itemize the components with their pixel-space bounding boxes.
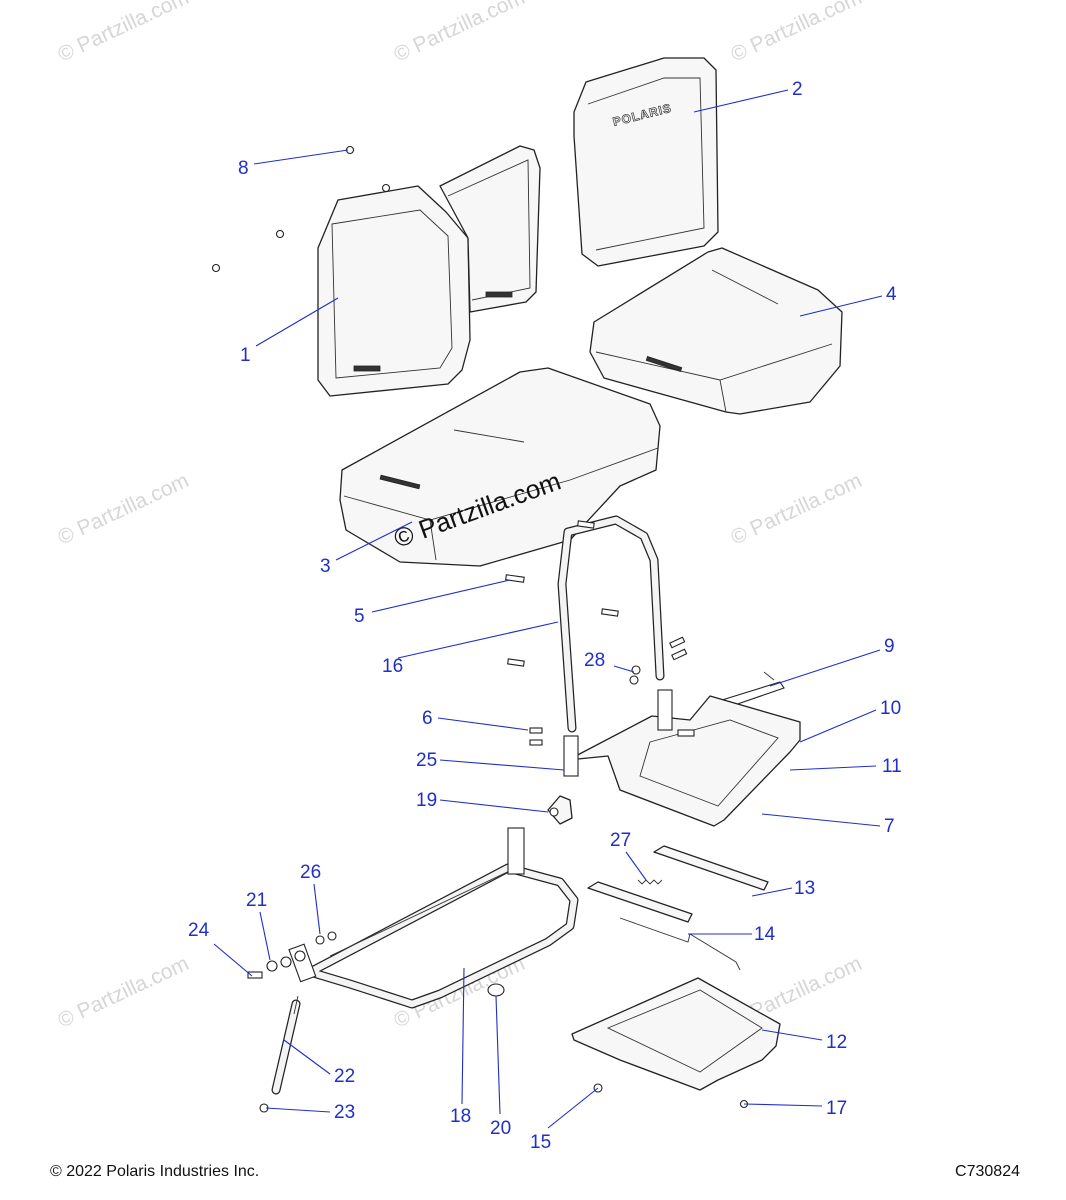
callout-leader-2: [693, 89, 789, 113]
part-base-plate: [571, 977, 781, 1109]
callout-12: 12: [826, 1032, 847, 1053]
watermark: © Partzilla.com: [727, 469, 865, 550]
watermark: © Partzilla.com: [390, 0, 528, 67]
callout-leader-6: [437, 717, 529, 731]
part-slide-rails: [587, 845, 769, 971]
callout-2: 2: [792, 79, 803, 100]
callout-5: 5: [354, 606, 365, 627]
part-seat-cushion-bench: [339, 367, 661, 567]
callout-leader-22: [283, 1039, 331, 1075]
callout-26: 26: [300, 862, 321, 883]
callout-4: 4: [886, 284, 897, 305]
callout-leader-17: [743, 1103, 823, 1107]
callout-19: 19: [416, 790, 437, 811]
callout-20: 20: [490, 1118, 511, 1139]
callout-13: 13: [794, 878, 815, 899]
callout-25: 25: [416, 750, 437, 771]
callout-leader-27: [625, 851, 647, 881]
callout-leader-4: [799, 295, 883, 317]
callout-leader-13: [751, 887, 793, 897]
callout-10: 10: [880, 698, 901, 719]
part-seat-tray: [563, 689, 801, 827]
footer-copyright: © 2022 Polaris Industries Inc.: [50, 1163, 259, 1180]
callout-leader-10: [799, 709, 877, 743]
callout-leader-26: [313, 883, 321, 935]
part-seat-cushion-right: [589, 247, 843, 415]
callout-leader-24: [213, 943, 253, 977]
callout-21: 21: [246, 890, 267, 911]
callout-leader-28: [613, 665, 635, 673]
part-spring: [637, 879, 663, 885]
part-seat-back-left: [317, 145, 541, 397]
callout-23: 23: [334, 1102, 355, 1123]
callouts: 1234567891011121314151617181920212223242…: [188, 79, 902, 1153]
part-gas-strut: [259, 995, 301, 1113]
part-hinge-bracket: [547, 795, 573, 825]
part-seat-back-right: POLARIS: [573, 57, 719, 267]
callout-leader-18: [461, 967, 465, 1105]
callout-leader-21: [259, 911, 271, 961]
callout-leader-7: [761, 813, 881, 827]
callout-leader-5: [371, 579, 511, 613]
callout-leader-20: [495, 995, 501, 1115]
callout-leader-1: [255, 297, 339, 347]
callout-leader-15: [547, 1087, 599, 1129]
callout-leader-12: [761, 1029, 823, 1041]
callout-leader-19: [439, 799, 549, 813]
part-frame-u: [557, 515, 665, 733]
callout-28: 28: [584, 650, 605, 671]
callout-22: 22: [334, 1066, 355, 1087]
watermark: © Partzilla.com: [54, 952, 192, 1033]
callout-leader-8: [253, 149, 349, 165]
part-bumper: [487, 983, 505, 997]
callout-leader-16: [397, 621, 559, 659]
callout-16: 16: [382, 656, 403, 677]
callout-8: 8: [238, 158, 249, 179]
part-lower-frame: [288, 827, 579, 1009]
watermark: © Partzilla.com: [727, 0, 865, 67]
watermark: © Partzilla.com: [54, 0, 192, 67]
callout-7: 7: [884, 816, 895, 837]
callout-18: 18: [450, 1106, 471, 1127]
callout-14: 14: [754, 924, 776, 945]
footer-diagram-code: C730824: [955, 1163, 1020, 1180]
part-hardware-left: [247, 931, 337, 979]
callout-1: 1: [240, 345, 251, 366]
callout-27: 27: [610, 830, 631, 851]
part-bolts: [505, 520, 688, 746]
callout-leader-11: [789, 765, 877, 771]
callout-17: 17: [826, 1098, 847, 1119]
callout-leader-3: [335, 521, 413, 561]
callout-9: 9: [884, 636, 895, 657]
watermark: © Partzilla.com: [54, 469, 192, 550]
callout-24: 24: [188, 920, 210, 941]
callout-leader-23: [265, 1107, 331, 1113]
callout-3: 3: [320, 556, 331, 577]
callout-15: 15: [530, 1132, 551, 1153]
callout-leader-25: [439, 759, 565, 771]
callout-11: 11: [882, 756, 902, 777]
callout-6: 6: [422, 708, 433, 729]
callout-leader-9: [769, 649, 881, 687]
